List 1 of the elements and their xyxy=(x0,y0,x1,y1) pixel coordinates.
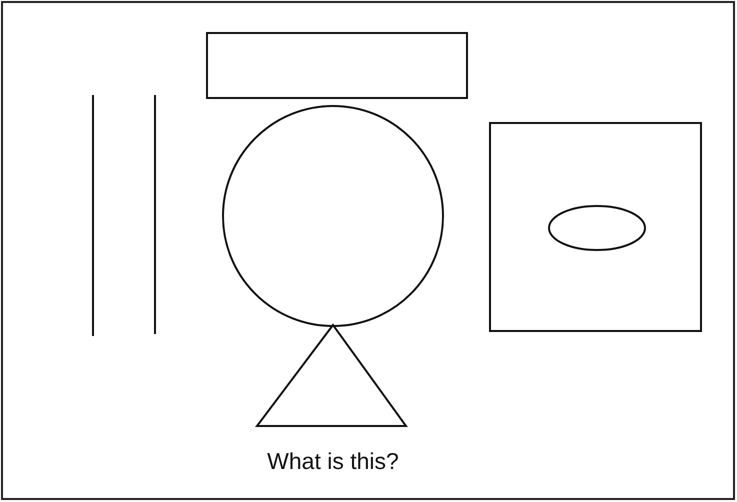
caption: What is this? xyxy=(266,448,400,475)
